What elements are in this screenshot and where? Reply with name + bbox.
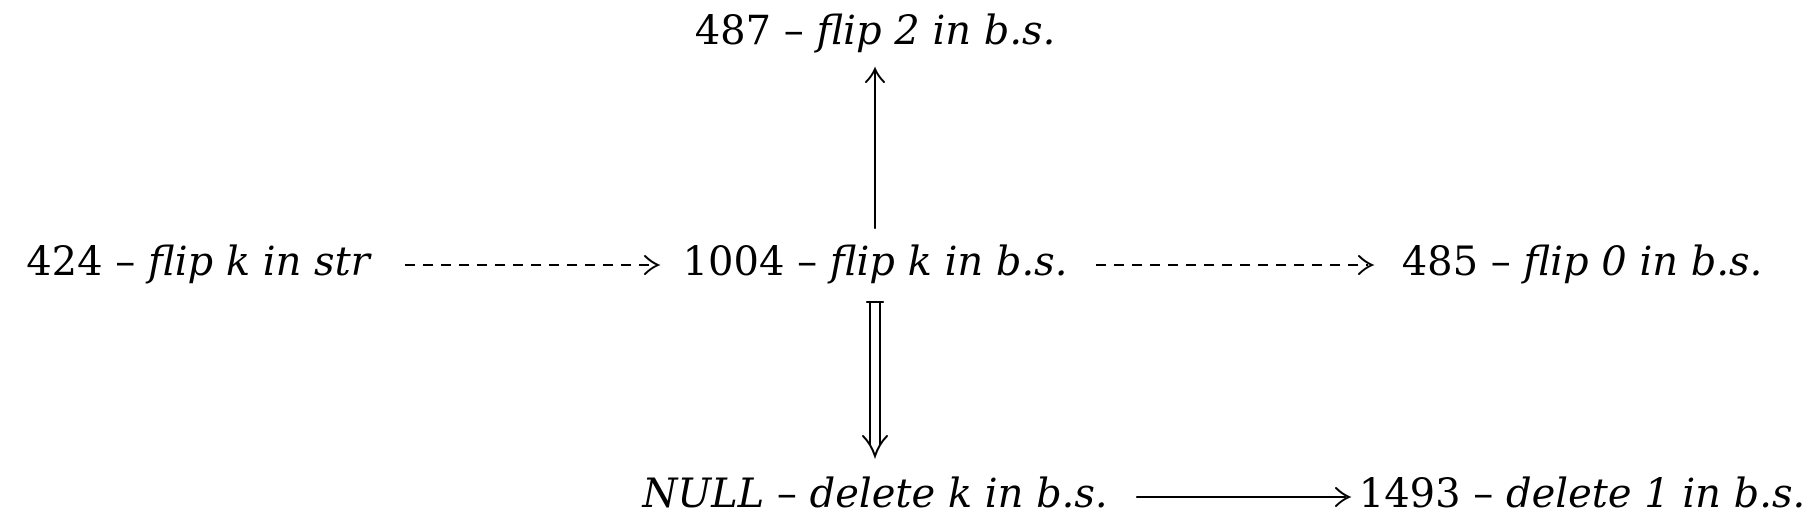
node-separator: –	[1490, 239, 1511, 285]
node-label: flip 0 in b.s.	[1523, 239, 1763, 285]
node-id: 1004	[682, 239, 785, 285]
node-id: 1493	[1358, 471, 1461, 517]
node-separator: –	[797, 239, 818, 285]
edge-1004-to-null	[862, 301, 888, 460]
node-null: NULL – delete k in b.s.	[642, 474, 1107, 514]
node-label: delete 1 in b.s.	[1506, 471, 1806, 517]
node-label: delete k in b.s.	[809, 471, 1108, 517]
node-1004: 1004 – flip k in b.s.	[683, 242, 1068, 282]
node-id: 424	[26, 239, 103, 285]
node-487: 487 – flip 2 in b.s.	[695, 11, 1056, 51]
node-separator: –	[783, 8, 804, 54]
node-485: 485 – flip 0 in b.s.	[1402, 242, 1763, 282]
edge-null-to-1493	[1136, 487, 1352, 507]
node-separator: –	[1473, 471, 1494, 517]
edge-1004-to-487	[865, 66, 885, 229]
node-label: flip k in b.s.	[829, 239, 1068, 285]
node-label: flip 2 in b.s.	[816, 8, 1056, 54]
node-separator: –	[776, 471, 797, 517]
node-label: flip k in str	[148, 239, 370, 285]
node-id: NULL	[642, 471, 765, 517]
node-1493: 1493 – delete 1 in b.s.	[1359, 474, 1805, 514]
node-id: 485	[1401, 239, 1479, 285]
edge-424-to-1004	[405, 255, 661, 275]
edge-1004-to-485	[1096, 255, 1375, 275]
node-424: 424 – flip k in str	[26, 242, 370, 282]
node-id: 487	[694, 8, 772, 54]
node-separator: –	[115, 239, 136, 285]
